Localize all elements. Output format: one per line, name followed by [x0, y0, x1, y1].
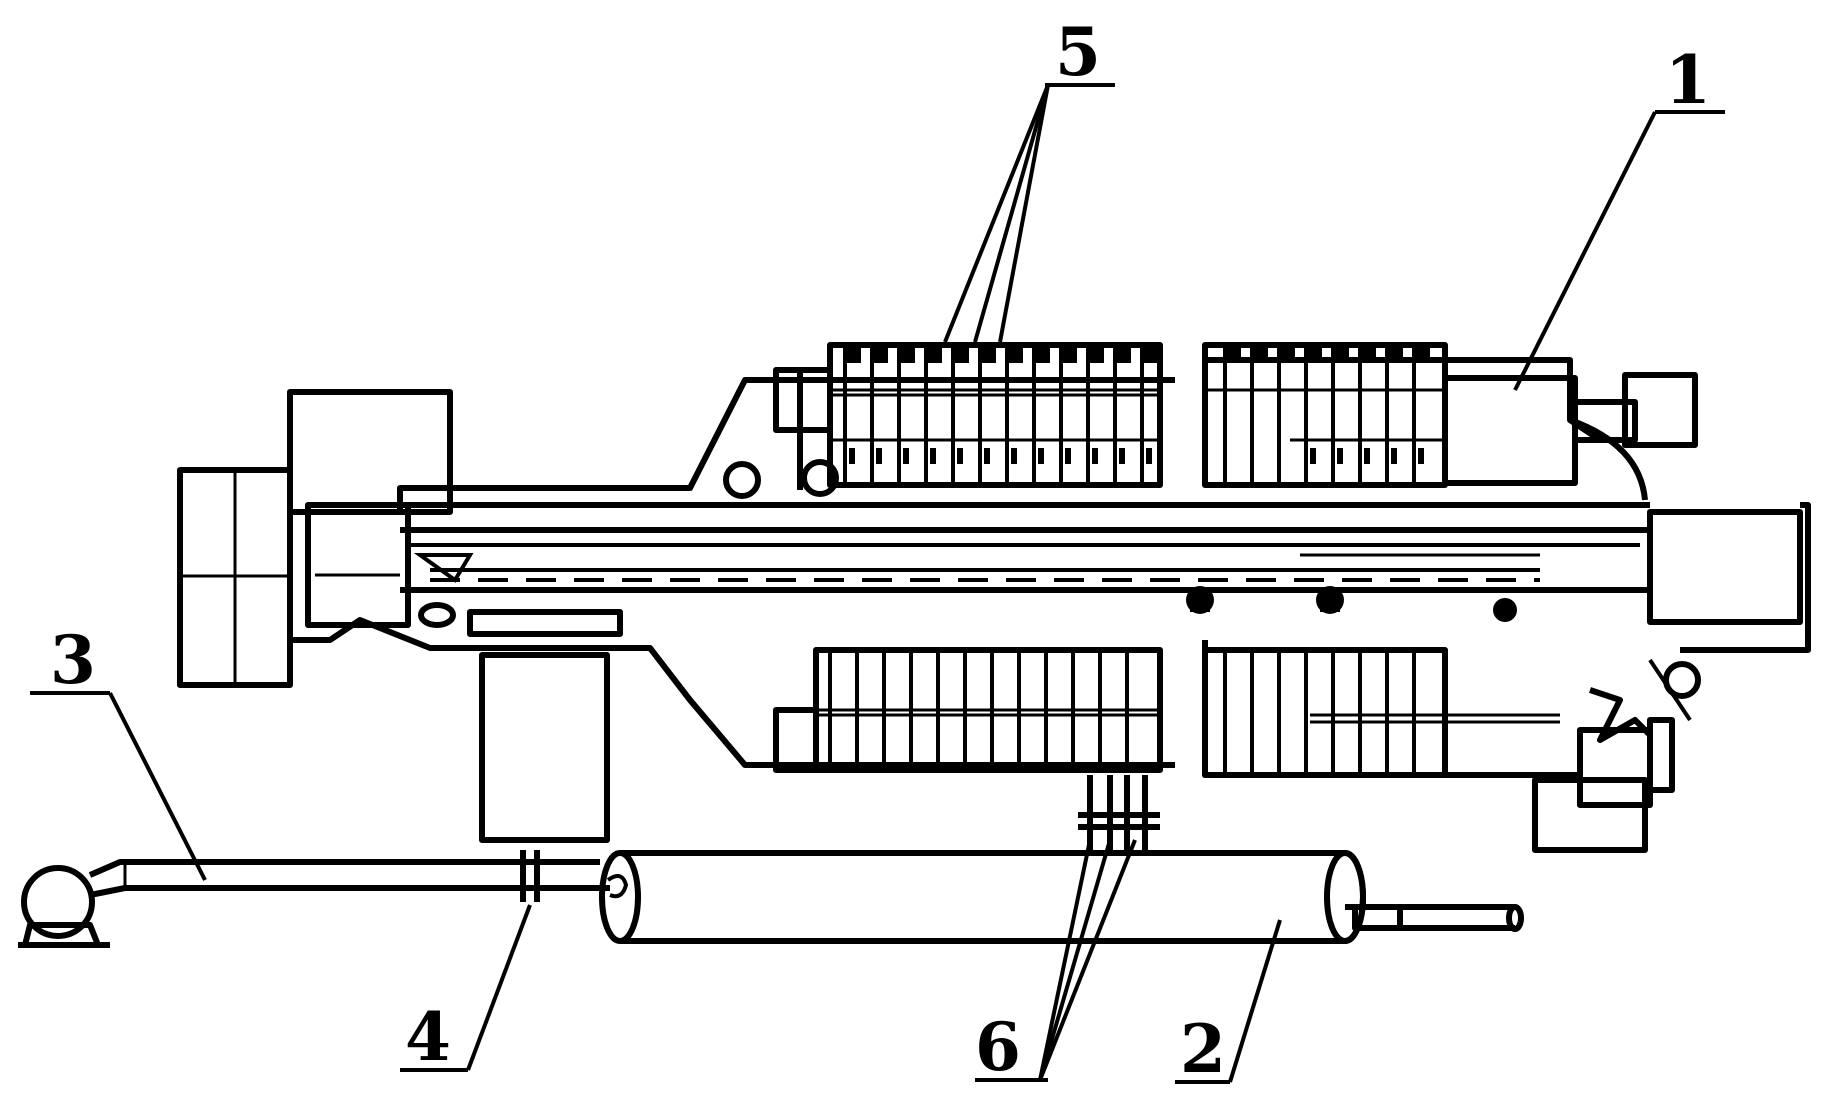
leader-lines [30, 83, 1725, 1084]
callout-3: 3 [50, 621, 96, 699]
plate-slot [1310, 448, 1316, 464]
callout-6: 6 [975, 1008, 1021, 1086]
plate-handle [843, 343, 861, 363]
plate-handle [870, 343, 888, 363]
feed-valve [520, 850, 540, 902]
plate-handle [1113, 343, 1131, 363]
filter-plates-lower-right [1202, 647, 1560, 778]
plate-slot [930, 448, 936, 464]
filter-plates-upper-left [773, 342, 1163, 490]
filter-press-body [177, 357, 1811, 853]
callout-1: 1 [1665, 41, 1711, 119]
plate-handle [924, 343, 942, 363]
plate-slot [957, 448, 963, 464]
plate-slot [1146, 448, 1152, 464]
filter-plates-lower-left [773, 647, 1163, 773]
plate-slot [1065, 448, 1071, 464]
plate-handle [1223, 343, 1241, 363]
plate-handle [978, 343, 996, 363]
plate-handle [1086, 343, 1104, 363]
plate-slot [849, 448, 855, 464]
plate-handle [1032, 343, 1050, 363]
plate-slot [1337, 448, 1343, 464]
plate-slot [1391, 448, 1397, 464]
plate-handle [1250, 343, 1268, 363]
plate-handle [1412, 343, 1430, 363]
plate-slot [1011, 448, 1017, 464]
plate-handle [1385, 343, 1403, 363]
plate-slot [1119, 448, 1125, 464]
collection-tank [599, 850, 1524, 944]
callout-4: 4 [405, 998, 451, 1076]
callout-2: 2 [1180, 1010, 1226, 1088]
plate-slot [876, 448, 882, 464]
filter-plate-dividers [828, 343, 1430, 775]
plate-handle [1140, 343, 1158, 363]
plate-handle [1304, 343, 1322, 363]
feed-pump [18, 859, 610, 948]
plate-handle [1358, 343, 1376, 363]
drain-pipes [1078, 775, 1160, 853]
plate-slot [1092, 448, 1098, 464]
callout-5: 5 [1055, 13, 1101, 91]
plate-slot [903, 448, 909, 464]
filter-plates-upper-right [1202, 342, 1578, 488]
plate-slot [1418, 448, 1424, 464]
plate-slot [1364, 448, 1370, 464]
plate-handle [951, 343, 969, 363]
plate-handle [1005, 343, 1023, 363]
plate-slot [984, 448, 990, 464]
plate-handle [1331, 343, 1349, 363]
plate-handle [1277, 343, 1295, 363]
plate-slot [1038, 448, 1044, 464]
plate-handle [897, 343, 915, 363]
plate-handle [1059, 343, 1077, 363]
